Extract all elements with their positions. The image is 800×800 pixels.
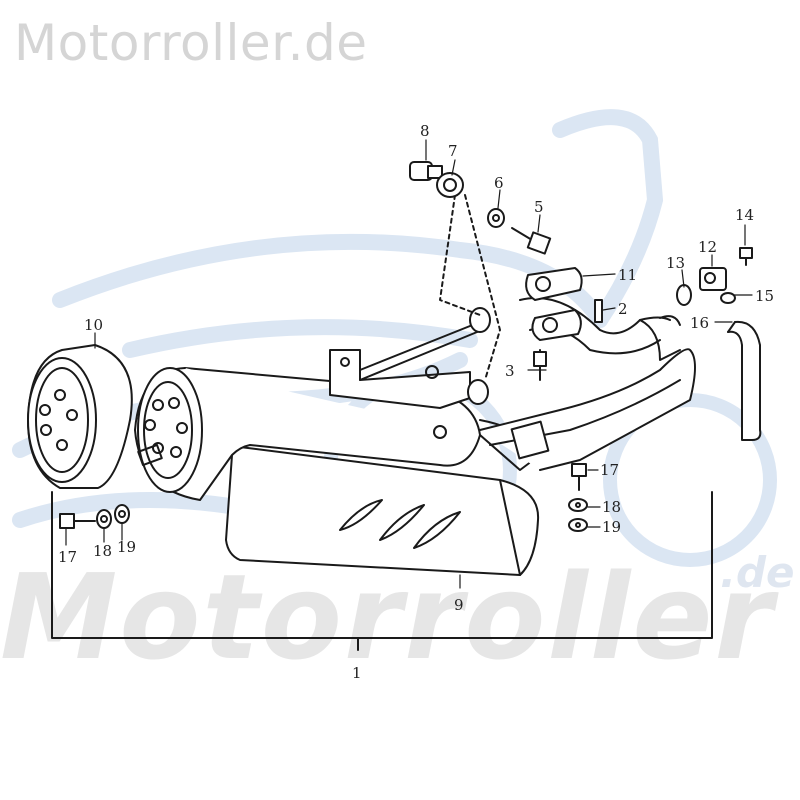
callout-9: 9 (454, 596, 464, 614)
callout-19-left: 19 (117, 538, 136, 556)
callout-11: 11 (618, 266, 637, 284)
callout-18-right: 18 (602, 498, 621, 516)
washer-19-left (114, 504, 130, 524)
washer-6 (487, 208, 505, 228)
callout-8: 8 (420, 122, 430, 140)
bolt-8 (409, 161, 443, 181)
heat-shield (225, 446, 540, 576)
callout-5: 5 (534, 198, 544, 216)
end-cap-part (27, 344, 133, 489)
callout-7: 7 (448, 142, 458, 160)
callout-1: 1 (352, 664, 362, 682)
callout-12: 12 (698, 238, 717, 256)
mount-bracket (329, 349, 471, 409)
callout-17-left: 17 (58, 548, 77, 566)
callout-17-right: 17 (600, 461, 619, 479)
bolt-14 (739, 247, 753, 266)
rubber-7 (436, 172, 464, 198)
stud-2 (594, 299, 603, 323)
callout-labels: 1 2 3 5 6 7 8 9 10 11 12 13 14 15 16 17 … (58, 122, 774, 682)
callout-15: 15 (755, 287, 774, 305)
callout-2: 2 (618, 300, 628, 318)
bolt-5 (511, 227, 552, 255)
washer-18-left (96, 509, 112, 529)
callout-14: 14 (735, 206, 754, 224)
callout-19-right: 19 (602, 518, 621, 536)
guide-dashed (439, 194, 501, 381)
bolt-3 (533, 351, 547, 381)
callout-16: 16 (690, 314, 709, 332)
callout-3: 3 (505, 362, 515, 380)
watermark-suffix: .de (720, 548, 795, 597)
callout-10: 10 (84, 316, 103, 334)
hose-16 (727, 320, 762, 441)
gasket-13 (676, 284, 692, 306)
assembly-bracket (51, 491, 713, 639)
clip-15 (720, 292, 736, 304)
callout-6: 6 (494, 174, 504, 192)
watermark-text: Motorroller (0, 548, 775, 686)
callout-18-left: 18 (93, 542, 112, 560)
callout-13: 13 (666, 254, 685, 272)
washer-18-right (568, 498, 588, 512)
sensor-12 (699, 267, 727, 291)
washer-19-right (568, 518, 588, 532)
bolt-17-right (571, 463, 587, 491)
bolt-17-left (59, 513, 96, 529)
site-logo-text: Motorroller.de (14, 14, 368, 72)
flange-gasket (525, 267, 583, 301)
